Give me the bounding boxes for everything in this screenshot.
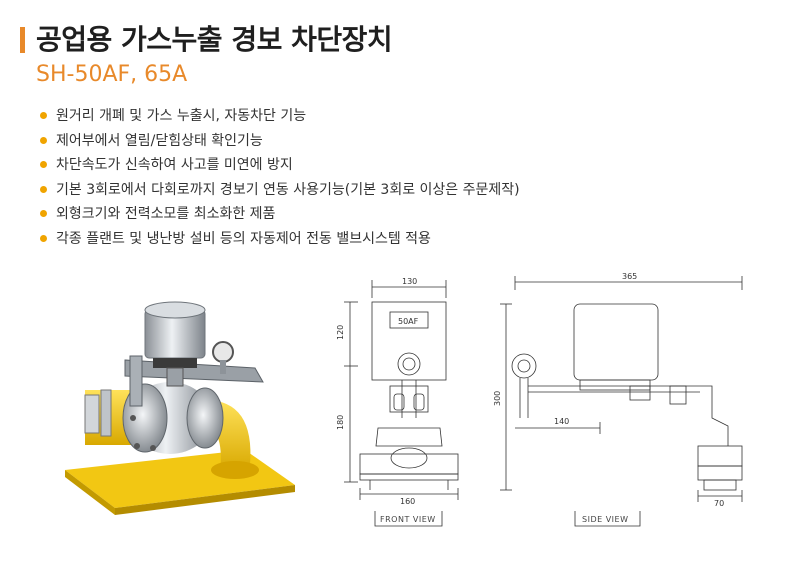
feature-item: 제어부에서 열림/닫힘상태 확인기능 (40, 131, 520, 156)
side-dim-base-width: 70 (714, 499, 724, 508)
product-photo (65, 301, 295, 515)
front-view-label: FRONT VIEW (380, 515, 436, 524)
front-plate-text: 50AF (398, 317, 419, 326)
model-number: SH-50AF, 65A (36, 62, 188, 87)
side-dim-arm-length: 140 (554, 417, 569, 426)
bullet-dot (40, 210, 47, 217)
feature-item: 차단속도가 신속하여 사고를 미연에 방지 (40, 155, 520, 180)
feature-item: 외형크기와 전력소모를 최소화한 제품 (40, 204, 520, 229)
bullet-dot (40, 161, 47, 168)
page-title: 공업용 가스누출 경보 차단장치 (36, 23, 393, 56)
feature-item: 원거리 개폐 및 가스 누출시, 자동차단 기능 (40, 106, 520, 131)
front-dim-base-width: 160 (400, 497, 415, 506)
feature-item: 기본 3회로에서 다회로까지 경보기 연동 사용기능(기본 3회로 이상은 주문… (40, 180, 520, 205)
front-dim-top-width: 130 (402, 277, 417, 286)
side-view-label: SIDE VIEW (582, 515, 629, 524)
side-dim-total-width: 365 (622, 272, 637, 281)
technical-drawings: 130 50AF 120 180 160 FRONT VIEW 365 300 … (336, 272, 743, 527)
feature-list: 원거리 개폐 및 가스 누출시, 자동차단 기능 제어부에서 열림/닫힘상태 확… (40, 106, 520, 253)
title-accent-bar (20, 27, 25, 53)
bullet-dot (40, 112, 47, 119)
front-dim-upper-height: 120 (336, 325, 345, 340)
bullet-dot (40, 136, 47, 144)
front-dim-lower-height: 180 (336, 415, 345, 430)
feature-item: 각종 플랜트 및 냉난방 설비 등의 자동제어 전동 밸브시스템 적용 (40, 229, 520, 254)
bullet-dot (40, 234, 47, 242)
bullet-dot (40, 185, 47, 193)
side-dim-height: 300 (493, 391, 502, 406)
